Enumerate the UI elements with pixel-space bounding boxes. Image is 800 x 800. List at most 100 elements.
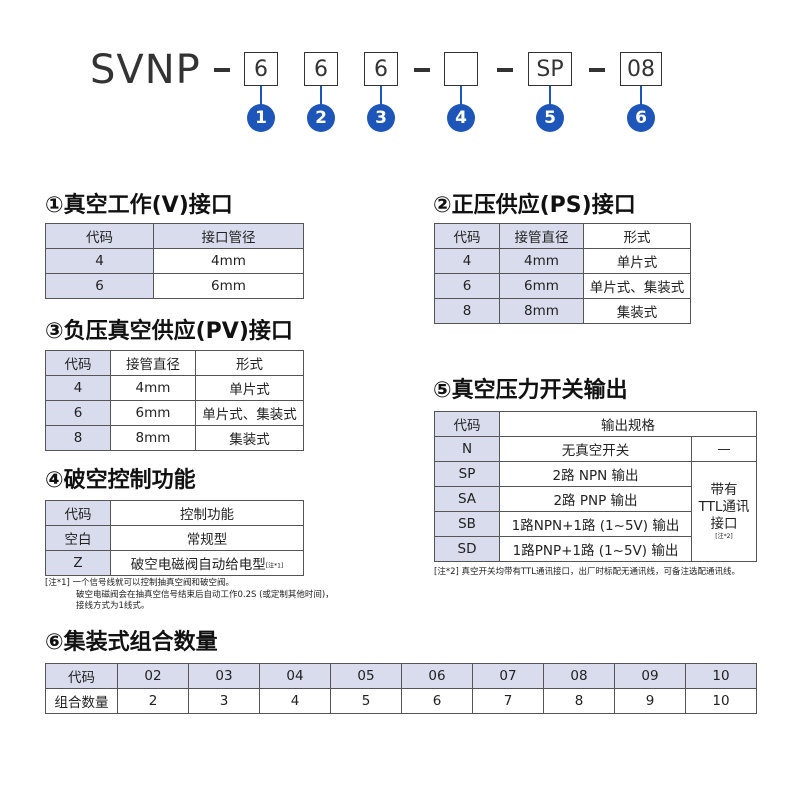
section-title-pressure-switch: ⑤真空压力开关输出 [433,378,628,403]
value-cell: 2路 NPN 输出 [499,461,692,487]
code-cell: 4 [45,375,111,401]
dash-separator [589,68,605,72]
code-cell: 02 [117,663,189,689]
value-cell: 6mm [499,273,584,299]
note-1-line-2: 破空电磁阀会在抽真空信号结束后自动工作0.2S (或定制其他时间)， [76,590,334,600]
count-cell: 10 [685,688,757,714]
number-badge-3: 3 [367,104,395,132]
code-cell: 04 [259,663,331,689]
code-cell: 08 [543,663,615,689]
header-cell: 形式 [195,350,304,376]
code-cell: 8 [45,425,111,451]
row-label-cell: 组合数量 [45,688,118,714]
value-cell: 1路NPN+1路 (1~5V) 输出 [499,511,692,537]
value-cell: 破空电磁阀自动给电型[注*1] [110,550,304,576]
code-cell: SD [434,536,500,562]
count-cell: 7 [472,688,544,714]
count-cell: 5 [330,688,402,714]
code-box-6: 08 [620,52,662,86]
value-cell: 8mm [499,298,584,324]
code-cell: Z [45,550,111,576]
table-header-row: 代码 接口管径 [45,223,304,249]
table-row: 4 4mm 单片式 [434,248,691,274]
header-cell: 代码 [45,223,154,249]
header-cell: 代码 [45,663,118,689]
code-cell: 6 [45,400,111,426]
header-cell: 接管直径 [110,350,196,376]
break-control-table: 代码 控制功能 空白 常规型 Z 破空电磁阀自动给电型[注*1] [45,500,304,576]
table-row: SD 1路PNP+1路 (1~5V) 输出 [434,536,757,562]
pressure-switch-table: 代码 输出规格 N 无真空开关 — SP 2路 NPN 输出 带有 TTL通讯 … [434,411,757,562]
manifold-quantity-table: 代码 02 03 04 05 06 07 08 09 10 组合数量 2 3 4… [45,663,757,714]
count-cell: 8 [543,688,615,714]
code-box-1: 6 [244,52,278,86]
table-row: N 无真空开关 — [434,436,757,462]
table-row: SA 2路 PNP 输出 [434,486,757,512]
code-cell: 06 [401,663,473,689]
header-cell: 代码 [434,411,500,437]
table-row: 8 8mm 集装式 [45,425,304,451]
dash-separator [497,68,513,72]
header-cell: 代码 [434,223,500,249]
note-ref: [注*1] [265,562,284,570]
value-cell: 单片式、集装式 [583,273,691,299]
table-row: 组合数量 2 3 4 5 6 7 8 9 10 [45,688,757,714]
count-cell: 6 [401,688,473,714]
code-cell: N [434,436,500,462]
positive-pressure-table: 代码 接管直径 形式 4 4mm 单片式 6 6mm 单片式、集装式 8 8mm… [434,223,691,324]
dash-separator [214,68,230,72]
table-row: 6 6mm [45,273,304,299]
vacuum-port-table: 代码 接口管径 4 4mm 6 6mm [45,223,304,299]
value-cell: 8mm [110,425,196,451]
connector-line [320,86,322,106]
value-cell: 单片式 [583,248,691,274]
code-cell: 03 [188,663,260,689]
code-cell: 07 [472,663,544,689]
code-cell: SB [434,511,500,537]
table-row: 6 6mm 单片式、集装式 [45,400,304,426]
code-box-4 [444,52,478,86]
header-cell: 形式 [583,223,691,249]
note-1-line-3: 接线方式为1线式。 [76,601,150,611]
code-box-5: SP [528,52,572,86]
header-cell: 控制功能 [110,500,304,526]
table-row: 4 4mm 单片式 [45,375,304,401]
code-cell: 05 [330,663,402,689]
header-cell: 输出规格 [499,411,757,437]
table-row: 8 8mm 集装式 [434,298,691,324]
section-title-positive-pressure: ②正压供应(PS)接口 [433,193,636,218]
connector-line [260,86,262,106]
number-badge-1: 1 [247,104,275,132]
value-cell: 2路 PNP 输出 [499,486,692,512]
note-2: [注*2] 真空开关均带有TTL通讯接口，出厂时标配无通讯线，可备注选配通讯线。 [434,567,740,577]
count-cell: 3 [188,688,260,714]
connector-line [380,86,382,106]
connector-line [460,86,462,106]
table-header-row: 代码 接管直径 形式 [434,223,691,249]
table-row: Z 破空电磁阀自动给电型[注*1] [45,550,304,576]
value-text: 破空电磁阀自动给电型 [130,557,266,573]
code-cell: 8 [434,298,500,324]
code-cell: 6 [434,273,500,299]
value-cell: 1路PNP+1路 (1~5V) 输出 [499,536,692,562]
count-cell: 2 [117,688,189,714]
number-badge-2: 2 [307,104,335,132]
table-row: 4 4mm [45,248,304,274]
value-cell: 4mm [153,248,304,274]
header-cell: 接口管径 [153,223,304,249]
code-cell: 10 [685,663,757,689]
header-cell: 代码 [45,350,111,376]
number-badge-6: 6 [627,104,655,132]
code-cell: SP [434,461,500,487]
table-header-row: 代码 02 03 04 05 06 07 08 09 10 [45,663,757,689]
value-cell: 常规型 [110,525,304,551]
ttl-line: 带有 [710,482,738,498]
code-box-3: 6 [364,52,398,86]
ttl-line: TTL通讯 [698,499,750,515]
value-cell: 6mm [110,400,196,426]
count-cell: 9 [614,688,686,714]
value-cell: 4mm [499,248,584,274]
code-cell: 4 [434,248,500,274]
table-row: 空白 常规型 [45,525,304,551]
section-title-manifold-quantity: ⑥集装式组合数量 [45,630,218,655]
